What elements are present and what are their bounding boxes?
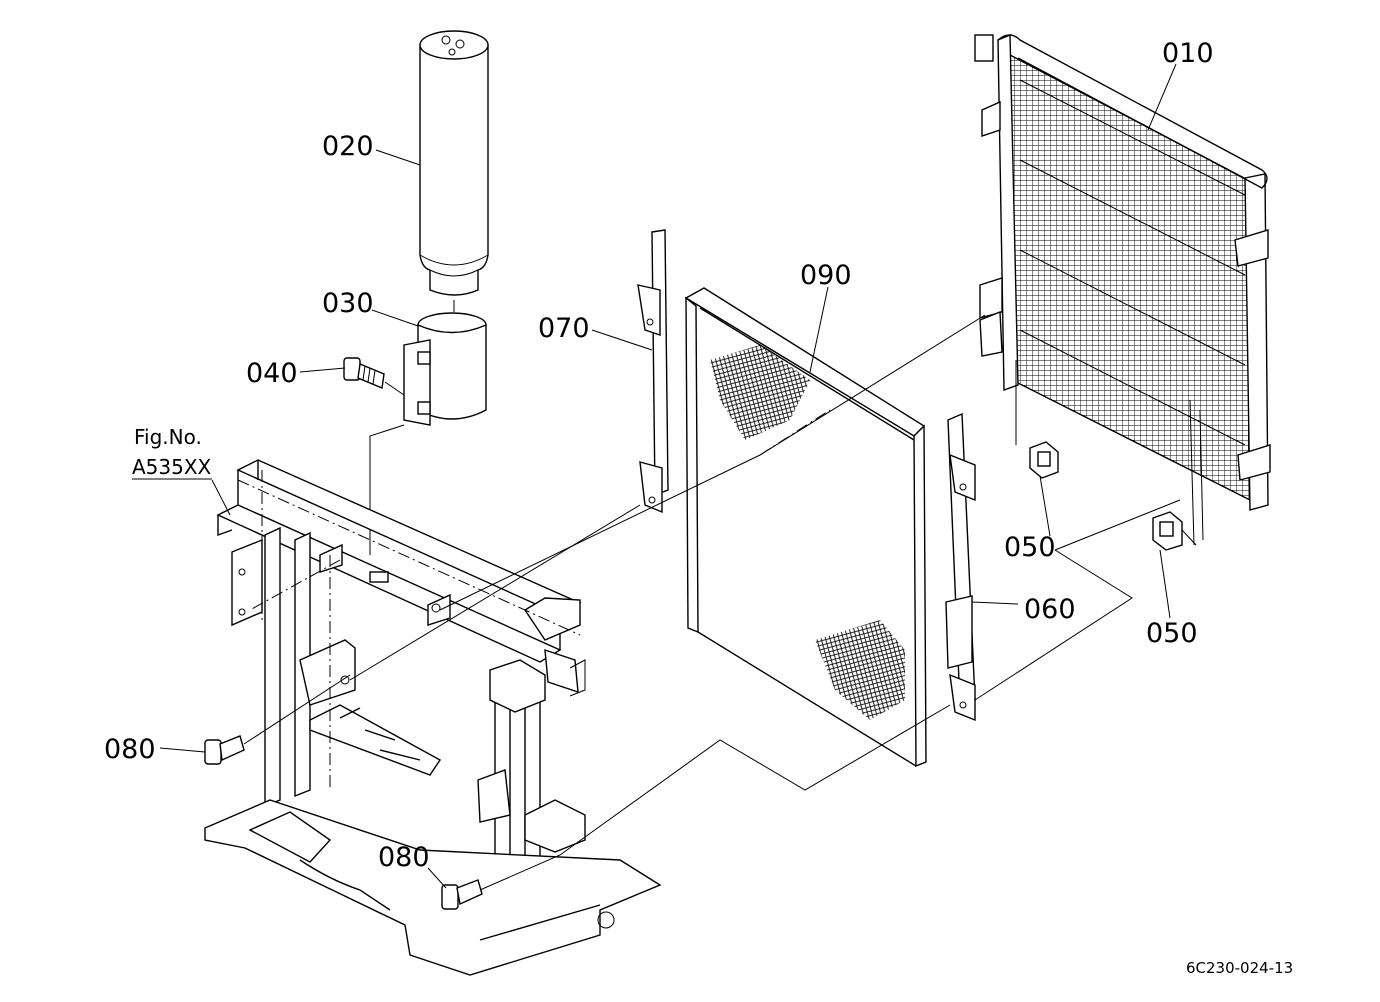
callout-060: 060 [1024,594,1076,625]
bracket-060-part [945,412,976,722]
bolt-080a-part [204,735,245,765]
callout-020: 020 [322,131,374,162]
callout-090: 090 [800,260,852,291]
bracket-070-part [637,229,669,514]
callout-080a: 080 [104,734,156,765]
callout-050a: 050 [1004,532,1056,563]
frame-bracket-assembly [204,459,662,976]
clip-050a-part [1029,441,1059,479]
callout-050b: 050 [1146,618,1198,649]
leader-lines [159,63,1177,889]
drawing-code: 6C230-024-13 [1186,959,1293,977]
callout-030: 030 [322,288,374,319]
assembly-line [1015,360,1197,546]
assembly-lines [243,314,1181,891]
clip-050b-part [1152,511,1183,551]
receiver-drier-part [419,30,489,296]
condenser-010-part [974,33,1271,546]
callout-080b: 080 [378,842,430,873]
screen-090-part [684,287,927,768]
figure-reference-line2: A535XX [132,455,212,479]
callout-040: 040 [246,358,298,389]
callout-010: 010 [1162,38,1214,69]
figure-reference-line1: Fig.No. [134,425,202,449]
callout-070: 070 [538,313,590,344]
bolt-080b-part [441,879,483,910]
bolt-040-part [343,357,385,389]
clamp-part [403,312,487,426]
